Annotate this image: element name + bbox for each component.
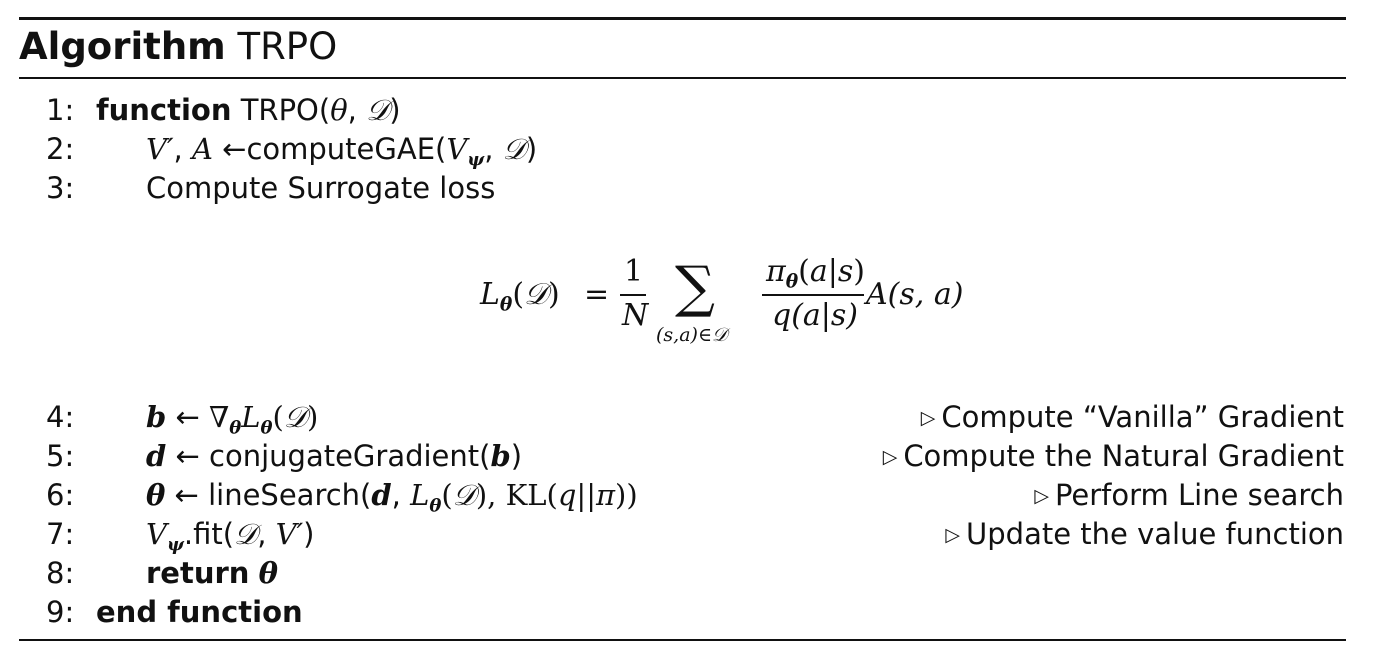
comment-triangle-icon: ▷: [1034, 485, 1049, 507]
math-v-prime: V′: [146, 132, 174, 166]
comment-triangle-icon: ▷: [920, 407, 936, 429]
math-dataset: 𝒟: [366, 93, 390, 127]
algorithm-line-6: 6: θ ← lineSearch(d, Lθ(𝒟), KL(q||π)) ▷P…: [0, 476, 1379, 516]
top-rule: [19, 17, 1346, 20]
header-rule: [19, 77, 1346, 79]
policy-ratio-denominator: q(a|s): [772, 298, 859, 333]
line-comment: ▷Compute “Vanilla” Gradient: [920, 400, 1344, 434]
line-number: 4:: [46, 400, 75, 434]
function-keyword: function: [96, 93, 232, 127]
algorithm-keyword: Algorithm: [19, 25, 226, 68]
math-theta: θ: [330, 93, 348, 127]
equals-sign: =: [584, 277, 610, 312]
line-content: Vψ.fit(𝒟, V′): [146, 517, 315, 556]
summation-index: (s,a)∈𝒟: [656, 324, 728, 346]
line-number: 1:: [46, 93, 75, 127]
line-content: d ← conjugateGradient(b): [146, 439, 523, 473]
bottom-rule: [19, 639, 1346, 641]
line-number: 5:: [46, 439, 75, 473]
algorithm-line-1: 1: function TRPO(θ, 𝒟): [0, 91, 1379, 129]
line-content: θ ← lineSearch(d, Lθ(𝒟), KL(q||π)): [146, 478, 638, 517]
function-call: computeGAE(: [246, 132, 447, 166]
algorithm-line-7: 7: Vψ.fit(𝒟, V′) ▷Update the value funct…: [0, 515, 1379, 555]
function-call: .fit(: [183, 517, 235, 551]
math-theta: θ: [258, 556, 278, 590]
line-number: 6:: [46, 478, 75, 512]
algorithm-name: TRPO: [237, 25, 338, 68]
line-number: 2:: [46, 132, 75, 166]
comment-triangle-icon: ▷: [945, 524, 961, 546]
line-content: b ← ∇θLθ(𝒟): [146, 400, 319, 439]
fraction-numerator: 1: [624, 254, 644, 289]
policy-ratio-numerator: πθ(a|s): [766, 254, 865, 293]
math-b: b: [146, 400, 167, 434]
policy-ratio-bar: [762, 294, 864, 296]
algorithm-title: Algorithm TRPO: [19, 24, 337, 70]
function-call: lineSearch(: [208, 478, 372, 512]
math-d: d: [146, 439, 167, 473]
line-number: 8:: [46, 556, 75, 590]
line-number: 3:: [46, 171, 75, 205]
line-number: 9:: [46, 595, 75, 629]
fraction-denominator: N: [622, 298, 649, 333]
algorithm-line-8: 8: return θ: [0, 554, 1379, 592]
line-content: V′, A ←computeGAE(Vψ, 𝒟): [146, 132, 538, 171]
advantage-term: A(s, a): [866, 277, 964, 312]
function-call: TRPO(: [240, 93, 331, 127]
equation-lhs: Lθ(𝒟): [480, 277, 560, 316]
algorithm-line-9: 9: end function: [0, 593, 1379, 631]
line-content: function TRPO(θ, 𝒟): [96, 93, 401, 127]
math-theta: θ: [146, 478, 166, 512]
end-function-keyword: end function: [96, 595, 303, 629]
summation-sign: ∑: [675, 255, 715, 320]
line-comment: ▷Perform Line search: [1034, 478, 1344, 512]
algorithm-line-2: 2: V′, A ←computeGAE(Vψ, 𝒟): [0, 130, 1379, 170]
math-v-psi: Vψ: [446, 132, 485, 171]
line-content: Compute Surrogate loss: [146, 171, 496, 205]
math-advantage: A: [191, 132, 213, 166]
line-comment: ▷Compute the Natural Gradient: [882, 439, 1344, 473]
algorithm-line-3: 3: Compute Surrogate loss: [0, 169, 1379, 207]
math-dataset: 𝒟: [502, 132, 526, 166]
algorithm-line-5: 5: d ← conjugateGradient(b) ▷Compute the…: [0, 437, 1379, 475]
algorithm-line-4: 4: b ← ∇θLθ(𝒟) ▷Compute “Vanilla” Gradie…: [0, 398, 1379, 438]
function-call: conjugateGradient(: [209, 439, 491, 473]
comment-triangle-icon: ▷: [882, 446, 898, 468]
fraction-bar: [620, 294, 646, 296]
line-content: return θ: [146, 554, 278, 592]
return-keyword: return: [146, 556, 250, 590]
line-number: 7:: [46, 517, 75, 551]
line-comment: ▷Update the value function: [945, 517, 1344, 551]
